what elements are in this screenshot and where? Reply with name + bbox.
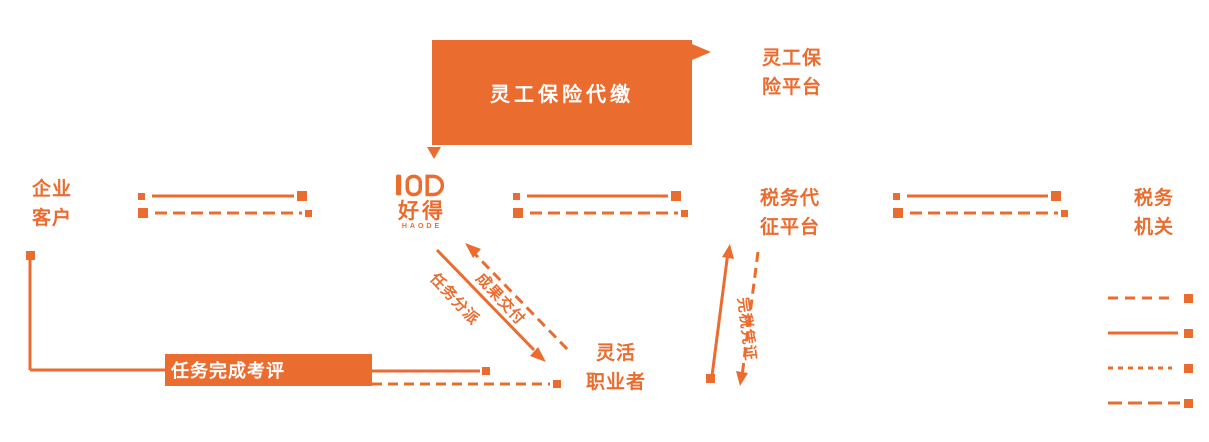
link-taxplatform-worker [706, 244, 760, 386]
link-haode-worker [435, 243, 572, 362]
link-haode-taxplatform [513, 191, 688, 218]
insurance-payment-box: 灵工保险代缴 [432, 40, 692, 145]
haode-logo-text: 好得 [398, 200, 446, 223]
arrow-box-to-haode [427, 147, 441, 159]
link-evaluation-worker [372, 367, 561, 388]
link-taxplatform-taxauthority [893, 191, 1068, 218]
node-flexible-worker: 灵活 职业者 [585, 343, 646, 393]
link-enterprise-haode [138, 191, 312, 218]
haode-logo-mark-icon [396, 174, 445, 197]
node-tax-collection-platform: 税务代 征平台 [759, 188, 820, 238]
node-tax-authority: 税务 机关 [1133, 188, 1174, 238]
haode-logo: 好得 HAODE [384, 172, 460, 230]
flow-style-lines [1108, 294, 1193, 408]
link-enterprise-evaluation [26, 251, 166, 372]
haode-logo-tagline: HAODE [401, 223, 443, 231]
task-evaluation-bar: 任务完成考评 [165, 354, 372, 386]
node-insurance-platform: 灵工保 险平台 [761, 48, 822, 98]
node-enterprise-customer: 企业 客户 [31, 179, 72, 229]
arrow-box-to-insurance-platform [692, 44, 711, 60]
